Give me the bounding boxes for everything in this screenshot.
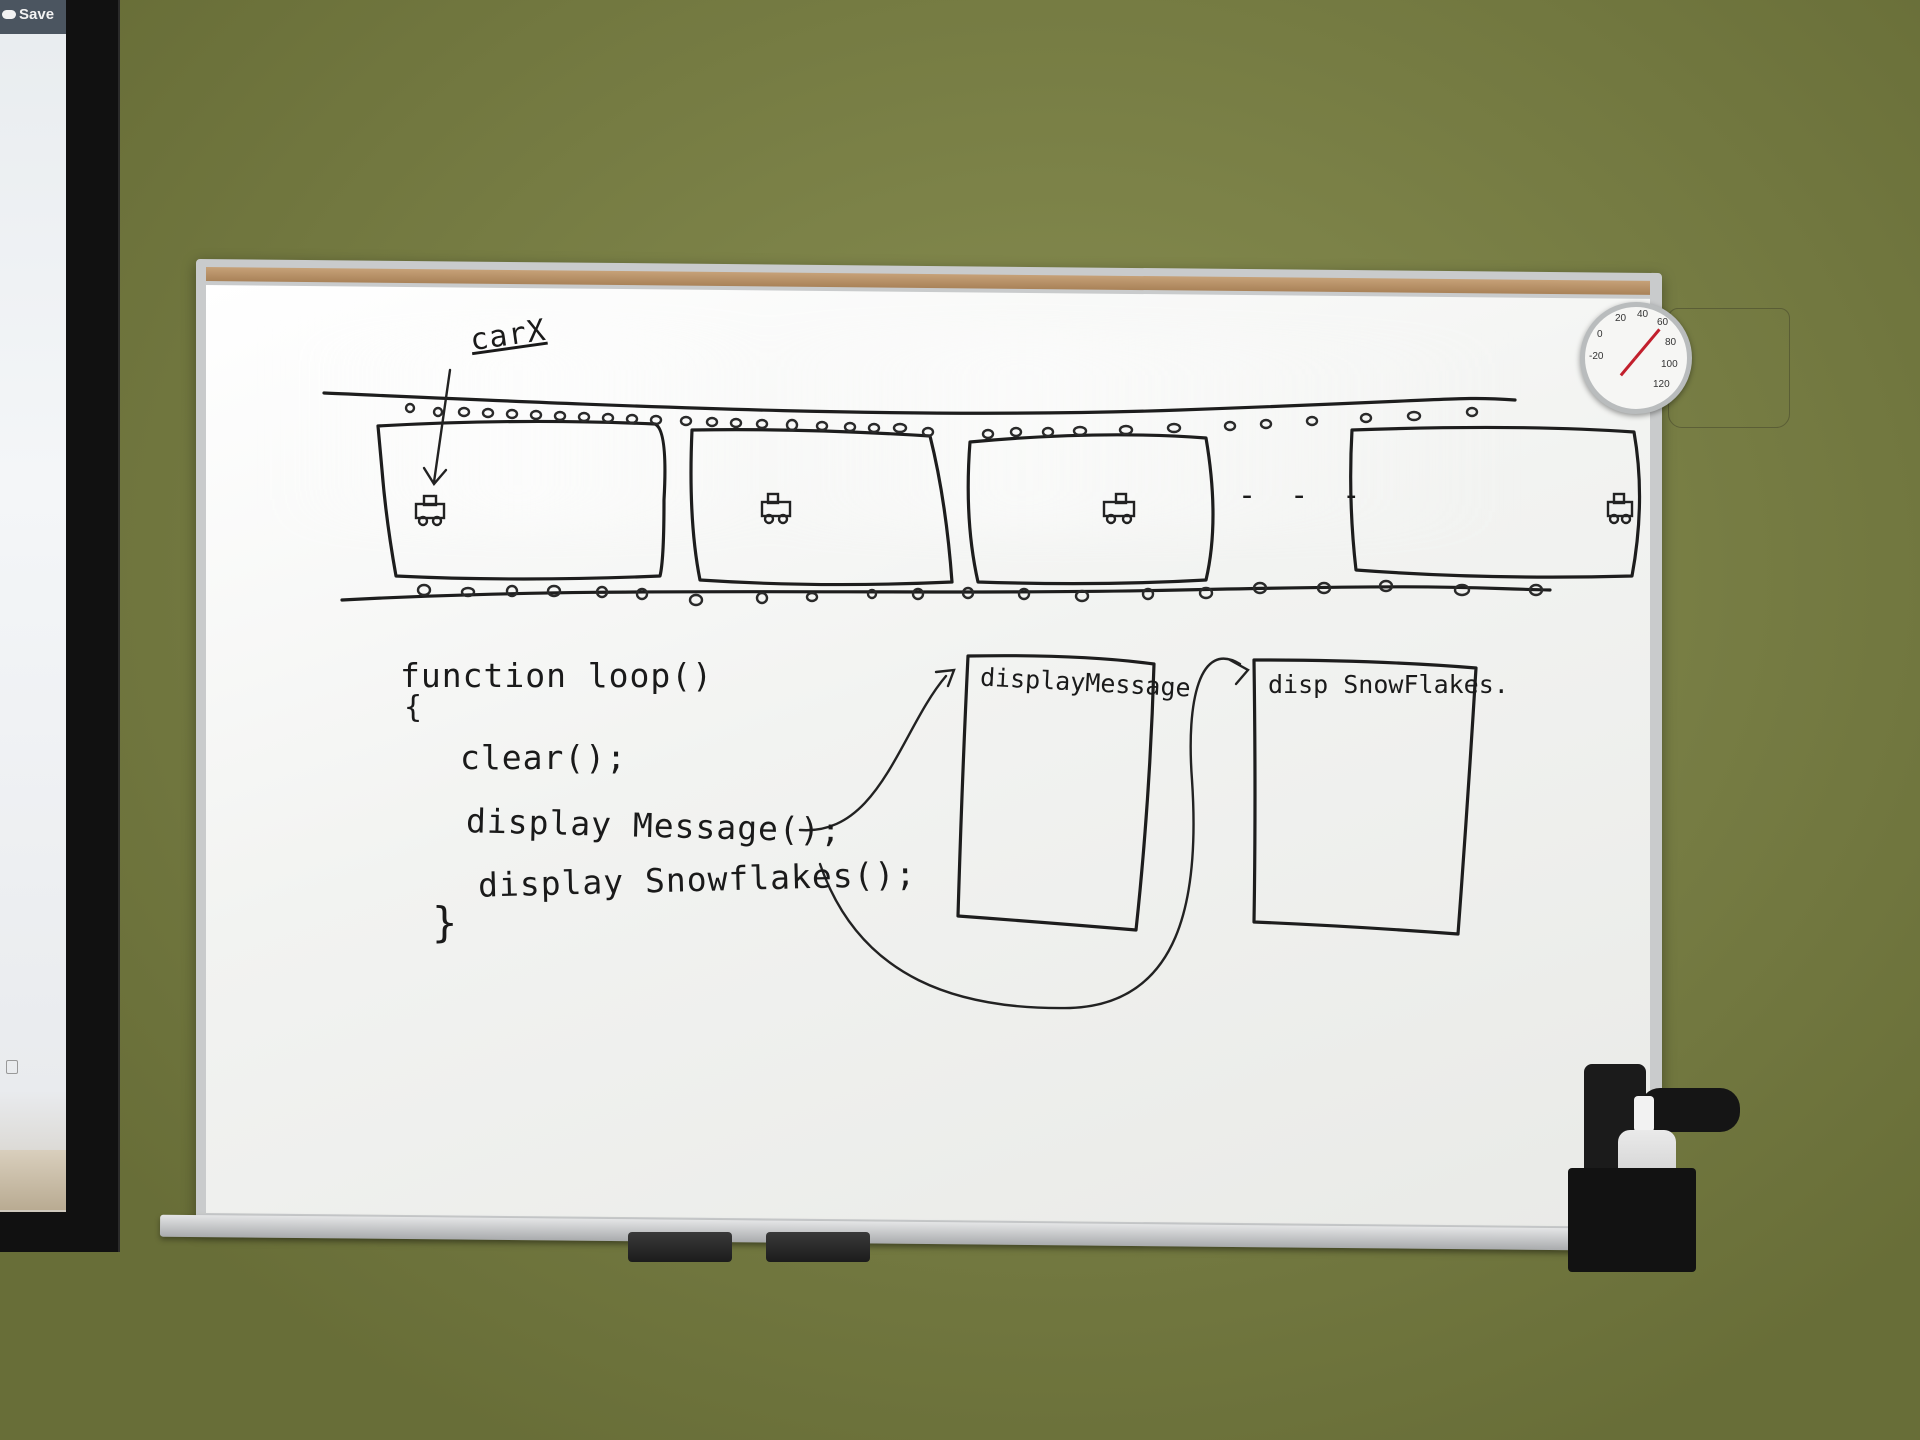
screen-image-strip xyxy=(0,1150,66,1210)
save-button-label: Save xyxy=(19,6,55,23)
carx-arrow xyxy=(432,368,452,484)
cloud-icon xyxy=(2,10,16,19)
code-function-line: function loop() xyxy=(400,656,714,695)
eraser-1[interactable] xyxy=(628,1232,732,1262)
film-top-rail xyxy=(322,391,1517,415)
car-3 xyxy=(1102,492,1136,525)
marker-holder-cup xyxy=(1568,1168,1696,1272)
thermo-scale-20: 20 xyxy=(1615,313,1627,324)
code-clear-line: clear(); xyxy=(460,738,627,777)
film-bottom-rail xyxy=(340,585,1552,602)
thermometer: 20 40 60 80 100 120 0 -20 xyxy=(1580,302,1692,414)
screen-toolbar: Save xyxy=(0,0,66,34)
screen-display: Save xyxy=(0,0,66,1212)
eraser-2[interactable] xyxy=(766,1232,870,1262)
message-call-arrow xyxy=(798,674,948,832)
document-icon xyxy=(6,1060,18,1074)
thermo-scale-120: 120 xyxy=(1653,379,1670,390)
snowflakes-arrowhead xyxy=(1228,658,1250,686)
display-snowflakes-box xyxy=(1252,658,1478,936)
thermo-scale-minus20: -20 xyxy=(1589,351,1604,362)
message-arrowhead xyxy=(934,668,956,688)
thermo-scale-80: 80 xyxy=(1665,337,1677,348)
holder-clip xyxy=(1640,1088,1740,1132)
frames-ellipsis: - - - xyxy=(1238,478,1369,513)
projector-screen: Save xyxy=(0,0,120,1252)
display-snowflakes-box-label: disp SnowFlakes. xyxy=(1268,670,1509,699)
film-frame-4 xyxy=(1349,425,1642,579)
thermo-scale-100: 100 xyxy=(1661,359,1678,370)
car-1 xyxy=(414,494,446,527)
film-frame-1 xyxy=(376,419,667,581)
thermo-scale-40: 40 xyxy=(1637,309,1649,320)
sprocket-holes-top xyxy=(404,402,1479,440)
thermo-scale-60: 60 xyxy=(1657,317,1669,328)
thermo-scale-0: 0 xyxy=(1597,329,1603,340)
display-message-box xyxy=(956,654,1156,932)
film-frame-2 xyxy=(689,428,954,587)
car-4 xyxy=(1606,492,1634,525)
save-button[interactable]: Save xyxy=(2,6,54,23)
carx-arrowhead xyxy=(422,466,448,487)
car-2 xyxy=(760,492,792,525)
spray-nozzle xyxy=(1634,1096,1654,1132)
code-open-brace: { xyxy=(404,690,424,725)
sprocket-holes-bottom xyxy=(416,579,1544,607)
film-frame-3 xyxy=(966,433,1215,586)
code-close-brace: } xyxy=(432,898,459,947)
snowflakes-call-arrow xyxy=(818,657,1242,1010)
